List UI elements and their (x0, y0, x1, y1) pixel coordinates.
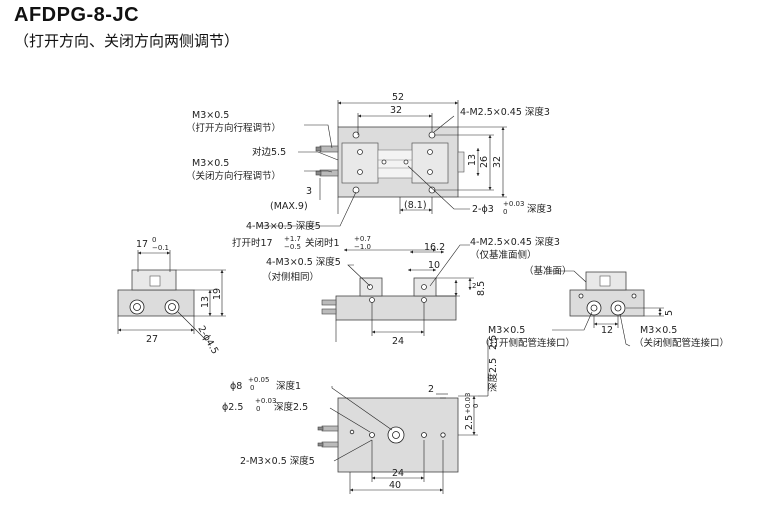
dim-5: 5 (664, 310, 675, 316)
tap-hole (427, 169, 433, 175)
adjust-screw-open (319, 145, 339, 153)
dim-27: 27 (146, 334, 158, 345)
dim-32: 32 (390, 105, 402, 116)
pin-tol-lower: 0 (503, 208, 507, 216)
label-bottom-m3: 2-M3×0.5 深度5 (240, 455, 315, 467)
end-left-body (117, 289, 195, 317)
top-jaw-left (341, 142, 379, 184)
label-close-stroke: 关闭时1 (305, 237, 340, 249)
label-hex: 对边5.5 (252, 146, 286, 158)
bottom-tap-right (421, 432, 427, 438)
page-subtitle: （打开方向、关闭方向两侧调节） (14, 32, 240, 50)
label-depth25-vertical: 深度2.5 (487, 358, 499, 392)
label-m3-open: M3×0.5 (192, 110, 229, 121)
dim-12: 12 (601, 325, 613, 336)
label-side-m3: 4-M3×0.5 深度5 (266, 256, 341, 268)
end-view-right: （基准面） M3×0.5 （打开侧配管连接口） 12 M3×0.5 （关闭侧配管… (480, 265, 729, 349)
close-tol-upper: +0.7 (354, 235, 371, 243)
label-m25-depth3: 4-M2.5×0.45 深度3 (460, 106, 550, 118)
dia25-tol-lower: 0 (256, 405, 260, 413)
tap-hole (357, 169, 363, 175)
pin-tol-upper: +0.03 (503, 200, 524, 208)
open-tol-upper: +1.7 (284, 235, 301, 243)
dim-40-bottom: 40 (389, 480, 401, 491)
pin-hole (403, 159, 409, 165)
dim-8-1: (8.1) (404, 200, 427, 211)
dim-3: 3 (306, 186, 312, 197)
label-m3-close-port: M3×0.5 (640, 325, 677, 336)
dim-8-5: 8.5 (476, 281, 487, 296)
label-side-m25: 4-M2.5×0.45 深度3 (470, 236, 560, 248)
dim-10: 10 (428, 260, 440, 271)
label-close-port: （关闭侧配管连接口） (634, 337, 729, 349)
tap-hole (357, 149, 363, 155)
end-view-left: 17 0 −0.1 27 13 19 2-ϕ4.5 (117, 236, 226, 356)
label-ref-face: （基准面） (524, 265, 572, 277)
label-open-stroke: 打开时17 (232, 237, 273, 249)
dim-13-v: 13 (467, 154, 478, 166)
label-dia25-depth: 深度2.5 (274, 401, 308, 413)
dim-2-5-top: 2.5 (488, 335, 499, 350)
bottom-view: ϕ8 +0.05 0 深度1 ϕ2.5 +0.03 0 深度2.5 2-M3×0… (222, 335, 499, 494)
page-title: AFDPG-8-JC (14, 4, 140, 26)
dim-2-5-v: 2.5 (464, 415, 475, 430)
tol-17-lower: −0.1 (152, 244, 169, 252)
tol-v-upper: +0.03 (464, 393, 472, 414)
label-ref-side: （仅基准面侧） (470, 249, 537, 261)
top-jaw-right (411, 142, 449, 184)
bottom-pin (440, 432, 446, 438)
label-m3-depth5: 4-M3×0.5 深度5 (246, 220, 321, 232)
dim-16-2: 16.2 (424, 242, 445, 253)
pin-hole (381, 159, 387, 165)
side-body (335, 295, 457, 321)
top-view: 52 32 4-M2.5×0.45 深度3 M3×0.5 （打开方向行程调节） … (186, 92, 552, 232)
close-tol-lower: −1.0 (354, 243, 371, 251)
mount-hole (352, 186, 360, 194)
bottom-tap-left (369, 432, 375, 438)
dim-24-bottom: 24 (392, 468, 404, 479)
label-dia-45: 2-ϕ4.5 (195, 324, 220, 356)
dim-17: 17 (136, 239, 148, 250)
tap-hole (427, 149, 433, 155)
label-pin-depth: 深度3 (527, 203, 552, 215)
dim-32-v: 32 (492, 156, 503, 168)
open-tol-lower: −0.5 (284, 243, 301, 251)
dim-19-left: 19 (212, 288, 223, 300)
dim-2-bottom: 2 (428, 384, 434, 395)
label-dia8: ϕ8 (230, 381, 242, 392)
dim-26-v: 26 (479, 156, 490, 168)
label-dia8-depth: 深度1 (276, 380, 301, 392)
label-max9: (MAX.9) (270, 201, 308, 212)
label-pin-hole: 2-ϕ3 (472, 204, 494, 215)
dim-24-side: 24 (392, 336, 404, 347)
label-open-adjust: （打开方向行程调节） (186, 122, 281, 134)
side-view: 打开时17 +1.7 −0.5 关闭时1 +0.7 −1.0 4-M2.5×0.… (232, 235, 560, 347)
dia8-tol-upper: +0.05 (248, 376, 269, 384)
mount-hole (352, 131, 360, 139)
label-same-side: （对侧相同） (262, 271, 319, 283)
label-m3-open-port: M3×0.5 (488, 325, 525, 336)
label-m3-close: M3×0.5 (192, 158, 229, 169)
label-dia25: ϕ2.5 (222, 402, 243, 413)
dim-52: 52 (392, 92, 404, 103)
label-close-adjust: （关闭方向行程调节） (186, 170, 281, 182)
dim-2-side: 2 (472, 282, 476, 290)
label-open-port: （打开侧配管连接口） (480, 337, 575, 349)
dim-13-left: 13 (200, 296, 211, 308)
dia25-tol-upper: +0.03 (255, 397, 276, 405)
dia8-tol-lower: 0 (250, 384, 254, 392)
tol-17-upper: 0 (152, 236, 156, 244)
tol-v-lower: 0 (472, 404, 480, 408)
